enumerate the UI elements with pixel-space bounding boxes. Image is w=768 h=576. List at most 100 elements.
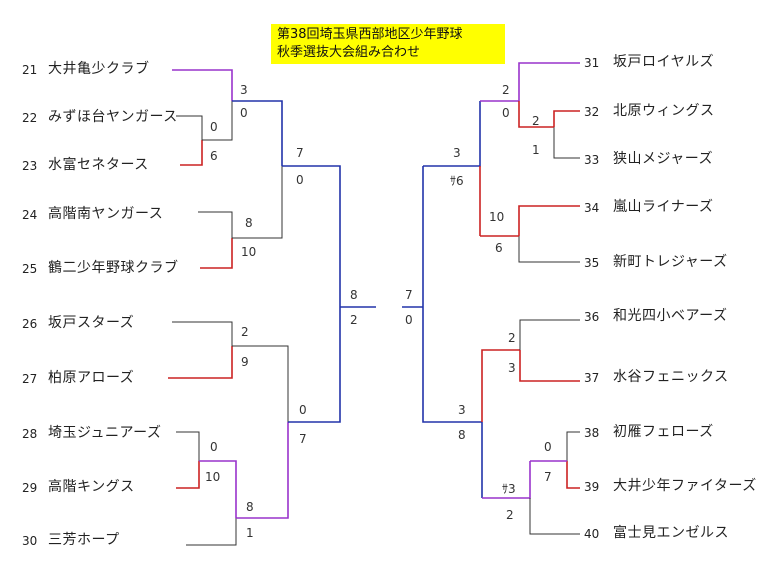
- bracket-line: [176, 431, 200, 461]
- match-score: 7: [405, 288, 413, 302]
- team-name: 坂戸スターズ: [48, 315, 135, 331]
- bracket-line: [202, 101, 233, 141]
- team-name: 鶴二少年野球クラブ: [48, 260, 179, 276]
- bracket-line: [176, 461, 200, 489]
- bracket-line: [481, 349, 520, 422]
- bracket-line: [282, 165, 341, 307]
- bracket-line: [553, 127, 580, 159]
- match-score: 8: [245, 216, 253, 230]
- match-score: 6: [210, 149, 218, 163]
- team-name: 北原ウィングス: [613, 103, 715, 119]
- bracket-line: [288, 307, 341, 423]
- team-name: 水富セネタース: [48, 157, 149, 173]
- title-line-2: 秋季選抜大会組み合わせ: [277, 45, 421, 60]
- match-score: 7: [299, 432, 307, 446]
- match-score: 10: [489, 210, 505, 224]
- bracket-line: [529, 498, 580, 535]
- team-number: 21: [22, 63, 38, 77]
- team-number: 24: [22, 208, 38, 222]
- team-number: 29: [22, 481, 38, 495]
- bracket-line: [172, 321, 233, 346]
- bracket-line: [553, 110, 580, 127]
- match-score: ｻ6: [450, 174, 464, 188]
- match-score: 2: [241, 325, 249, 339]
- title-line-1: 第38回埼玉県西部地区少年野球: [277, 27, 463, 42]
- bracket-line: [236, 422, 289, 519]
- team-number: 22: [22, 111, 38, 125]
- team-name: 大井亀少クラブ: [48, 61, 150, 77]
- team-name: 高階キングス: [48, 479, 135, 495]
- match-score: 1: [246, 526, 254, 540]
- match-score: 0: [296, 173, 304, 187]
- match-score: 0: [405, 313, 413, 327]
- bracket-line: [519, 319, 580, 350]
- team-name: 和光四小ベアーズ: [613, 308, 728, 324]
- team-number: 30: [22, 534, 38, 548]
- match-score: 1: [532, 143, 540, 157]
- match-score: 7: [544, 470, 552, 484]
- match-score: 0: [299, 403, 307, 417]
- team-name: 柏原アローズ: [48, 370, 135, 386]
- match-score: 0: [544, 440, 552, 454]
- bracket-line: [232, 345, 289, 422]
- team-number: 28: [22, 427, 38, 441]
- team-name: 埼玉ジュニアーズ: [48, 425, 162, 441]
- team-number: 39: [584, 480, 600, 494]
- bracket-line: [518, 205, 580, 236]
- bracket-line: [198, 211, 233, 238]
- team-number: 23: [22, 159, 38, 173]
- bracket-line: [199, 460, 237, 518]
- match-score: 10: [241, 245, 257, 259]
- team-name: 坂戸ロイヤルズ: [613, 54, 715, 70]
- match-score: 8: [350, 288, 358, 302]
- team-name: 富士見エンゼルス: [613, 525, 729, 541]
- team-name: 嵐山ライナーズ: [613, 199, 714, 215]
- team-number: 34: [584, 201, 600, 215]
- team-number: 25: [22, 262, 38, 276]
- match-score: 8: [458, 428, 466, 442]
- bracket-line: [232, 100, 283, 166]
- team-name: 水谷フェニックス: [613, 369, 729, 385]
- match-score: 2: [508, 331, 516, 345]
- tournament-title: 第38回埼玉県西部地区少年野球 秋季選抜大会組み合わせ: [271, 24, 505, 64]
- team-name: みずほ台ヤンガース: [48, 109, 178, 125]
- team-number: 37: [584, 371, 600, 385]
- team-name: 大井少年ファイターズ: [613, 478, 757, 494]
- match-score: 2: [506, 508, 514, 522]
- bracket-line: [518, 101, 554, 128]
- match-score: 8: [246, 500, 254, 514]
- bracket-line: [518, 62, 580, 101]
- bracket-line: [422, 307, 482, 423]
- match-score: 0: [210, 120, 218, 134]
- team-name: 初雁フェローズ: [613, 424, 714, 440]
- match-score: 0: [502, 106, 510, 120]
- bracket-line: [519, 350, 580, 382]
- match-score: 0: [210, 440, 218, 454]
- team-number: 32: [584, 105, 600, 119]
- match-score: 9: [241, 355, 249, 369]
- team-name: 狭山メジャーズ: [613, 151, 714, 167]
- bracket-line: [172, 69, 233, 101]
- bracket-line: [566, 461, 580, 489]
- bracket-line: [180, 140, 203, 166]
- bracket-line: [176, 115, 203, 140]
- team-name: 三芳ホープ: [48, 532, 120, 548]
- match-score: 10: [205, 470, 221, 484]
- bracket-line: [168, 346, 233, 379]
- team-number: 38: [584, 426, 600, 440]
- bracket-line: [186, 518, 237, 546]
- match-score: 6: [495, 241, 503, 255]
- match-score: 3: [458, 403, 466, 417]
- team-number: 26: [22, 317, 38, 331]
- match-score: 2: [502, 83, 510, 97]
- match-score: 2: [532, 114, 540, 128]
- bracket-line: [200, 238, 233, 269]
- team-number: 33: [584, 153, 600, 167]
- team-number: 31: [584, 56, 600, 70]
- team-number: 40: [584, 527, 600, 541]
- match-score: ｻ3: [502, 482, 516, 496]
- bracket-line: [232, 166, 283, 239]
- team-number: 35: [584, 256, 600, 270]
- match-score: 0: [240, 106, 248, 120]
